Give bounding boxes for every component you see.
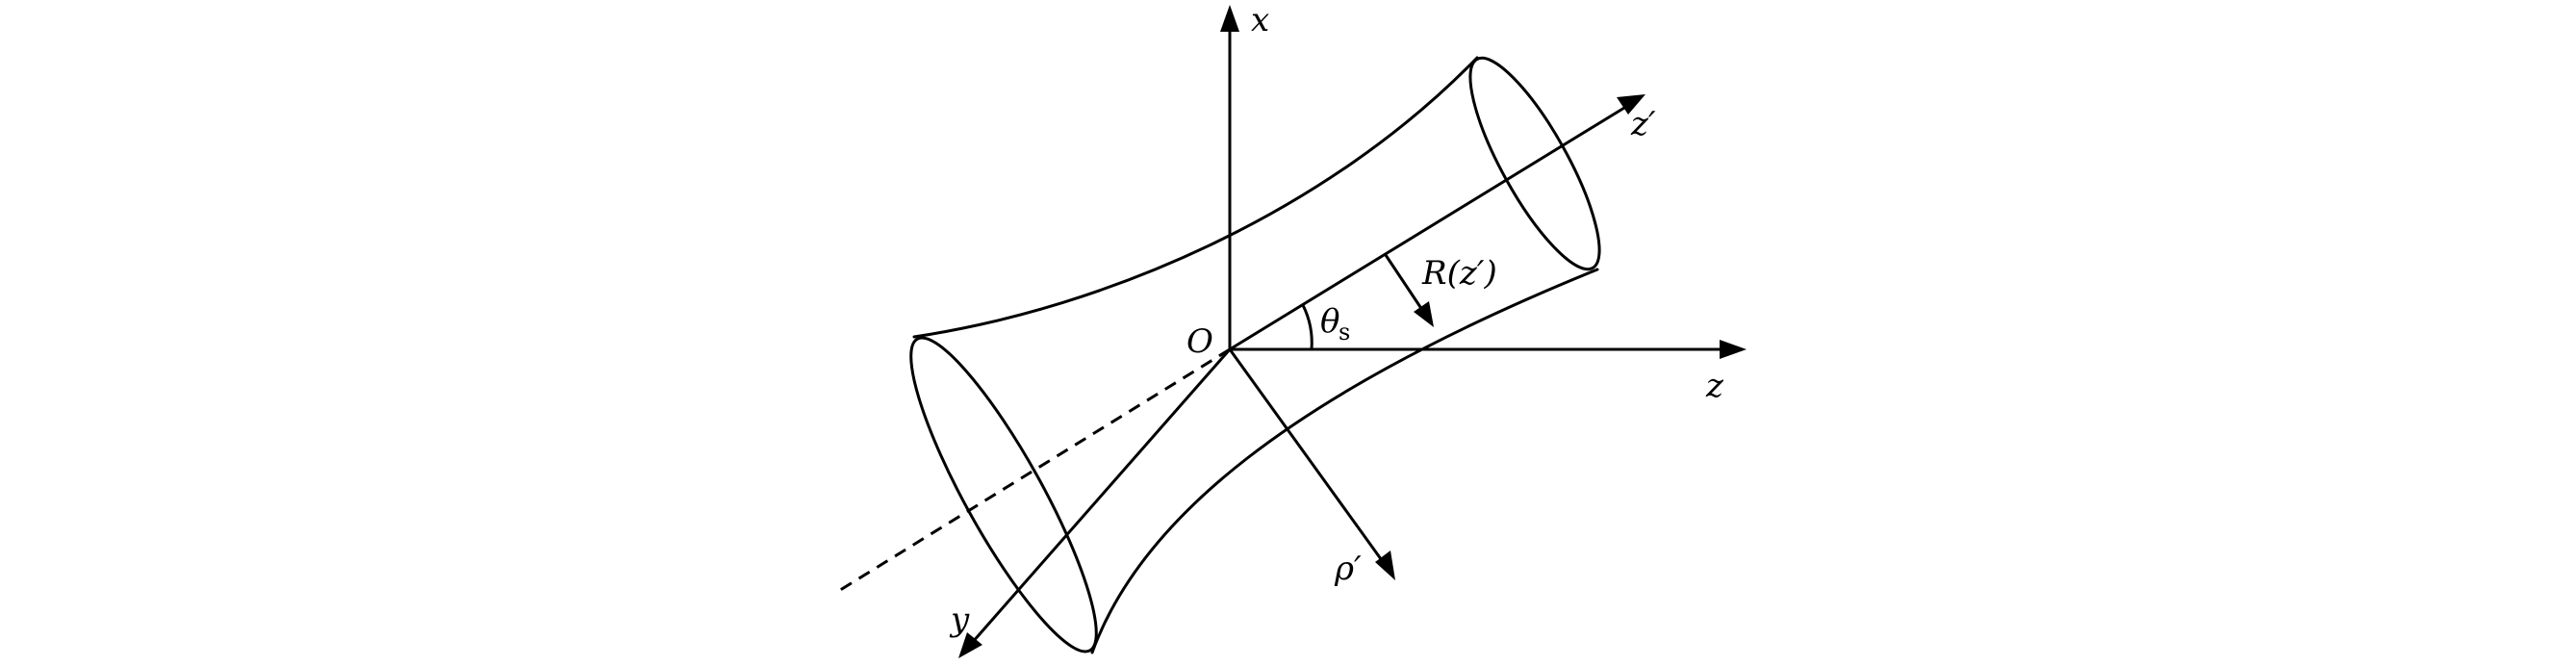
- theta-symbol: θ: [1320, 302, 1339, 341]
- radius-arrow-line: [1384, 253, 1424, 312]
- origin-label: O: [1186, 322, 1213, 361]
- radius-arrowhead: [1414, 301, 1434, 327]
- theta-s-angle-arc: [1301, 303, 1314, 351]
- z-prime-axis-line: [1228, 106, 1626, 351]
- y-axis-label: y: [949, 601, 970, 639]
- x-axis-label: x: [1251, 1, 1269, 39]
- rho-prime-axis-label: ρ′: [1334, 550, 1362, 588]
- beam-upper-profile: [912, 56, 1479, 339]
- theta-s-label: θ s: [1320, 302, 1350, 346]
- y-axis-arrowhead: [958, 632, 982, 658]
- z-prime-axis-label: z′: [1630, 105, 1656, 143]
- y-axis-line: [970, 347, 1232, 645]
- x-axis-arrowhead: [1220, 5, 1239, 32]
- z-prime-axis-dashed-extension: [836, 347, 1231, 594]
- beam-lower-profile: [1090, 268, 1599, 654]
- rho-prime-axis-line: [1228, 347, 1386, 565]
- rho-prime-axis-arrowhead: [1375, 551, 1395, 580]
- theta-subscript: s: [1339, 319, 1350, 346]
- radius-label: R(z′): [1421, 254, 1497, 293]
- z-axis-label: z: [1705, 367, 1724, 405]
- z-axis-arrowhead: [1720, 340, 1747, 359]
- beam-left-cross-section: [909, 336, 1098, 653]
- z-prime-axis-arrowhead: [1617, 94, 1645, 115]
